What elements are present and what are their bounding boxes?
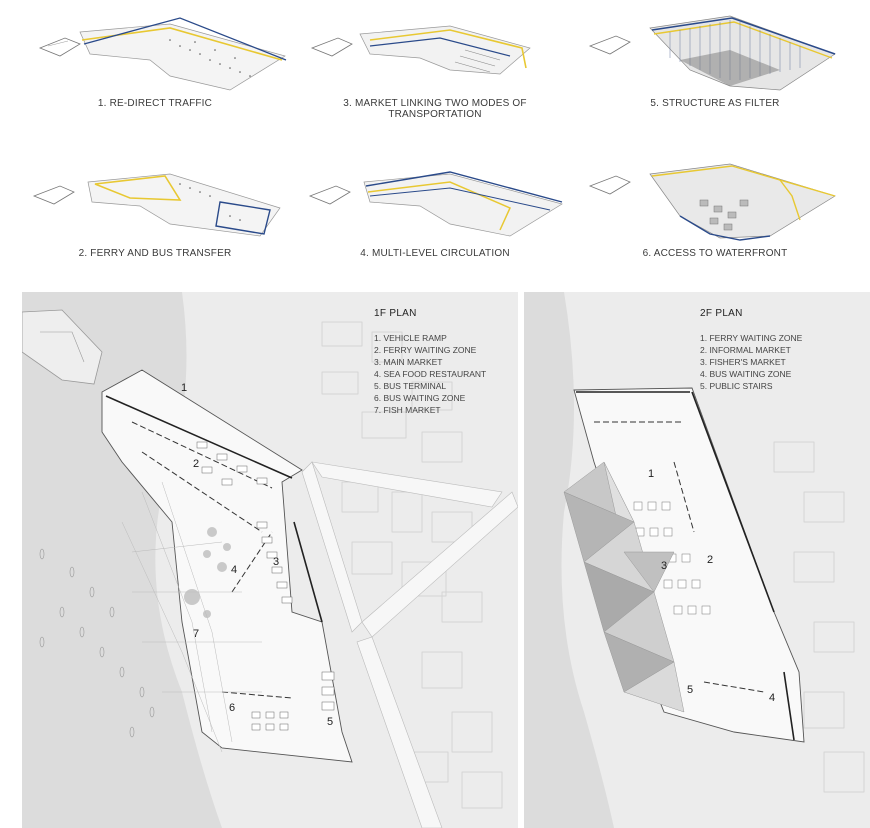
legend-item: 4. BUS WAITING ZONE bbox=[700, 369, 792, 379]
legend-item: 3. MAIN MARKET bbox=[374, 357, 443, 367]
plan-1f-label-1: 1 bbox=[181, 382, 188, 394]
legend-item: 4. SEA FOOD RESTAURANT bbox=[374, 369, 487, 379]
legend-item: 7. FISH MARKET bbox=[374, 405, 441, 415]
diagram-structure-filter-drawing bbox=[588, 15, 836, 91]
plan-2f-label-3: 3 bbox=[661, 560, 668, 572]
diagram-redirect-traffic-drawing bbox=[38, 17, 287, 91]
plan-2f-drawing bbox=[524, 292, 865, 828]
plan-2f-title: 2F PLAN bbox=[700, 308, 743, 319]
diagram-market-linking-drawing bbox=[310, 25, 531, 75]
plan-1f-label-5: 5 bbox=[327, 716, 334, 728]
caption-structure-filter: 5. STRUCTURE AS FILTER bbox=[650, 98, 780, 109]
caption-ferry-bus-transfer: 2. FERRY AND BUS TRANSFER bbox=[78, 248, 232, 259]
plan-2f-label-5: 5 bbox=[687, 684, 694, 696]
plan-2f-label-1: 1 bbox=[648, 468, 655, 480]
diagram-access-waterfront: 6. ACCESS TO WATERFRONT bbox=[580, 160, 850, 270]
plan-1f-label-7: 7 bbox=[193, 628, 200, 640]
legend-item: 2. INFORMAL MARKET bbox=[700, 345, 791, 355]
diagram-ferry-bus-transfer: 2. FERRY AND BUS TRANSFER bbox=[20, 160, 290, 270]
plan-2f-panel: 2F PLAN 1. FERRY WAITING ZONE 2. INFORMA… bbox=[524, 292, 870, 828]
diagram-multilevel-circulation-drawing bbox=[308, 171, 563, 237]
legend-item: 2. FERRY WAITING ZONE bbox=[374, 345, 477, 355]
plan-1f-label-4: 4 bbox=[231, 564, 238, 576]
plan-2f-label-2: 2 bbox=[707, 554, 714, 566]
legend-item: 6. BUS WAITING ZONE bbox=[374, 393, 466, 403]
diagram-multilevel-circulation: 4. MULTI-LEVEL CIRCULATION bbox=[300, 160, 570, 270]
plan-1f-label-2: 2 bbox=[193, 458, 200, 470]
legend-item: 3. FISHER'S MARKET bbox=[700, 357, 786, 367]
caption-redirect-traffic: 1. RE-DIRECT TRAFFIC bbox=[97, 98, 213, 109]
diagram-market-linking: 3. MARKET LINKING TWO MODES OF TRANSPORT… bbox=[300, 10, 570, 120]
plan-1f-drawing bbox=[22, 292, 518, 828]
plan-2f-legend: 1. FERRY WAITING ZONE 2. INFORMAL MARKET… bbox=[700, 332, 802, 392]
plan-2f-label-4: 4 bbox=[769, 692, 776, 704]
caption-access-waterfront: 6. ACCESS TO WATERFRONT bbox=[642, 248, 788, 259]
plan-1f-label-3: 3 bbox=[273, 556, 280, 568]
diagram-access-waterfront-drawing bbox=[588, 163, 836, 241]
legend-item: 1. FERRY WAITING ZONE bbox=[700, 333, 803, 343]
legend-item: 5. PUBLIC STAIRS bbox=[700, 381, 773, 391]
plan-1f-label-6: 6 bbox=[229, 702, 236, 714]
diagram-redirect-traffic: 1. RE-DIRECT TRAFFIC bbox=[20, 10, 290, 120]
diagram-structure-filter: 5. STRUCTURE AS FILTER bbox=[580, 10, 850, 120]
caption-multilevel-circulation: 4. MULTI-LEVEL CIRCULATION bbox=[360, 248, 510, 259]
plan-1f-title: 1F PLAN bbox=[374, 308, 417, 319]
legend-item: 1. VEHICLE RAMP bbox=[374, 333, 447, 343]
diagram-ferry-bus-transfer-drawing bbox=[32, 173, 281, 237]
plan-1f-panel: 1F PLAN 1. VEHICLE RAMP 2. FERRY WAITING… bbox=[22, 292, 518, 828]
caption-market-linking: 3. MARKET LINKING TWO MODES OF TRANSPORT… bbox=[343, 98, 527, 120]
legend-item: 5. BUS TERMINAL bbox=[374, 381, 447, 391]
plan-1f-legend: 1. VEHICLE RAMP 2. FERRY WAITING ZONE 3.… bbox=[374, 332, 486, 416]
